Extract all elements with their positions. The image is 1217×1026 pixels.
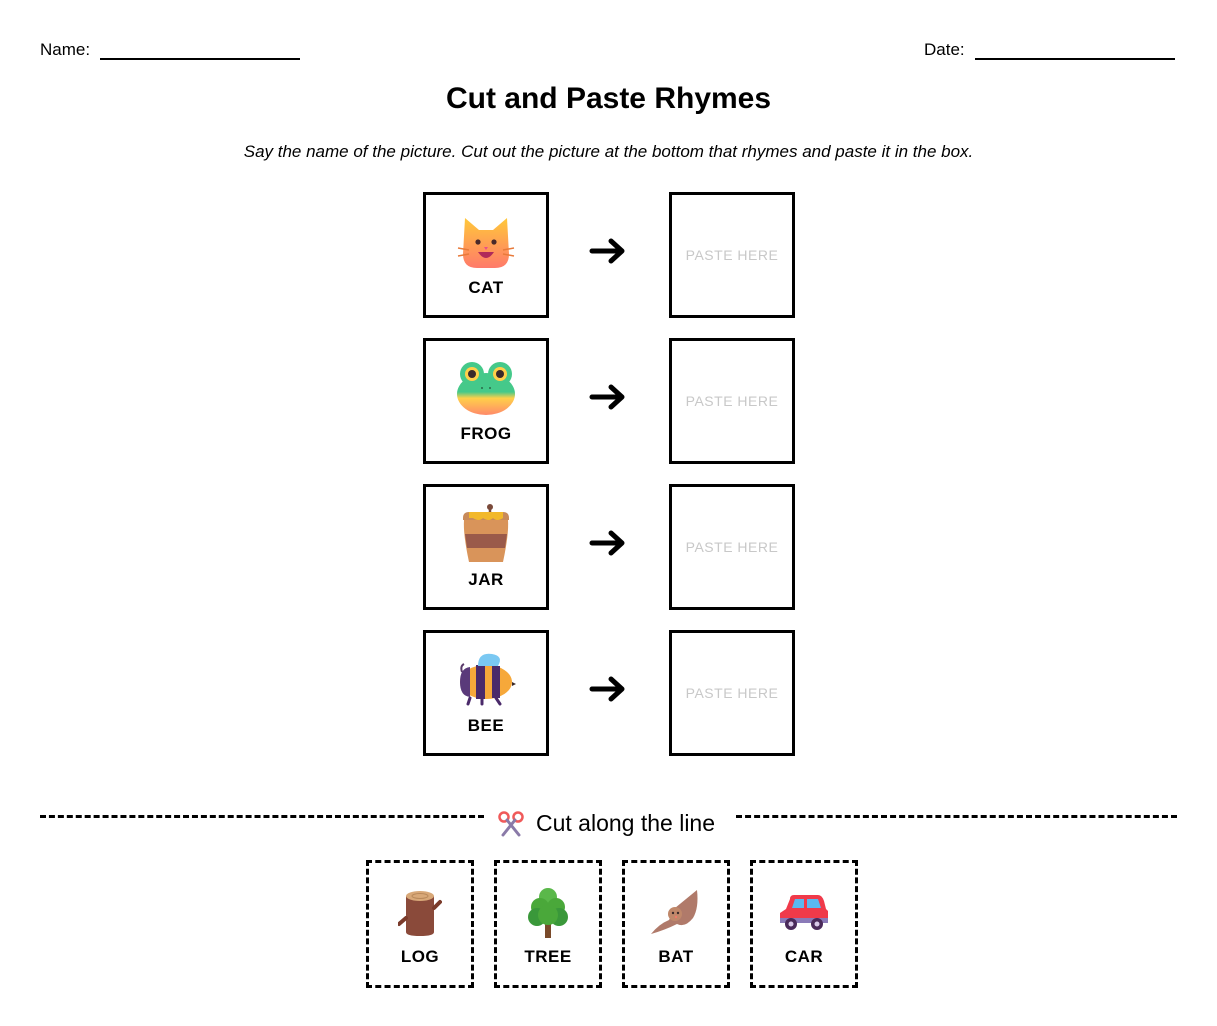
honey-pot-icon (456, 504, 516, 564)
instructions: Say the name of the picture. Cut out the… (243, 142, 974, 161)
cutout-card[interactable]: BAT (622, 860, 730, 988)
rhyme-row: CAT PASTE HERE (423, 192, 795, 318)
card-label: BAT (658, 947, 694, 966)
word-label: CAT (468, 278, 504, 297)
bee-icon (456, 650, 516, 710)
cut-label-text: Cut along the line (536, 810, 716, 836)
date-blank-line[interactable] (974, 44, 1175, 60)
name-blank-line[interactable] (100, 44, 301, 60)
word-label: FROG (460, 424, 512, 443)
cut-line-left (40, 815, 484, 818)
word-label: BEE (467, 716, 505, 735)
rhyme-rows: CAT PASTE HERE FROG PASTE HER (423, 192, 795, 776)
car-icon (776, 885, 832, 941)
word-box: BEE (423, 630, 549, 756)
word-box: JAR (423, 484, 549, 610)
cutout-card[interactable]: LOG (366, 860, 474, 988)
cutout-cards: LOG TREE BAT (366, 860, 878, 988)
tree-icon (520, 885, 576, 941)
frog-face-icon (456, 358, 516, 418)
rhyme-row: BEE PASTE HERE (423, 630, 795, 756)
cutout-card[interactable]: TREE (494, 860, 602, 988)
cut-instruction: Cut along the line (498, 810, 715, 837)
rhyme-row: FROG PASTE HERE (423, 338, 795, 464)
card-label: TREE (524, 947, 572, 966)
cat-face-icon (456, 212, 516, 272)
bat-icon (648, 885, 704, 941)
name-field: Name: (40, 40, 301, 60)
card-label: CAR (784, 947, 824, 966)
word-label: JAR (468, 570, 504, 589)
arrow-right-icon (589, 676, 625, 702)
cut-line-right (736, 815, 1177, 818)
paste-box[interactable]: PASTE HERE (669, 192, 795, 318)
paste-box[interactable]: PASTE HERE (669, 484, 795, 610)
arrow-right-icon (589, 238, 625, 264)
page-title: Cut and Paste Rhymes (445, 82, 772, 115)
arrow-right-icon (589, 530, 625, 556)
date-label: Date: (924, 40, 965, 59)
date-field: Date: (924, 40, 1175, 60)
rhyme-row: JAR PASTE HERE (423, 484, 795, 610)
log-icon (392, 885, 448, 941)
scissors-icon (498, 810, 524, 836)
word-box: CAT (423, 192, 549, 318)
arrow-right-icon (589, 384, 625, 410)
word-box: FROG (423, 338, 549, 464)
cutout-card[interactable]: CAR (750, 860, 858, 988)
name-label: Name: (40, 40, 91, 59)
paste-box[interactable]: PASTE HERE (669, 338, 795, 464)
paste-box[interactable]: PASTE HERE (669, 630, 795, 756)
card-label: LOG (400, 947, 440, 966)
